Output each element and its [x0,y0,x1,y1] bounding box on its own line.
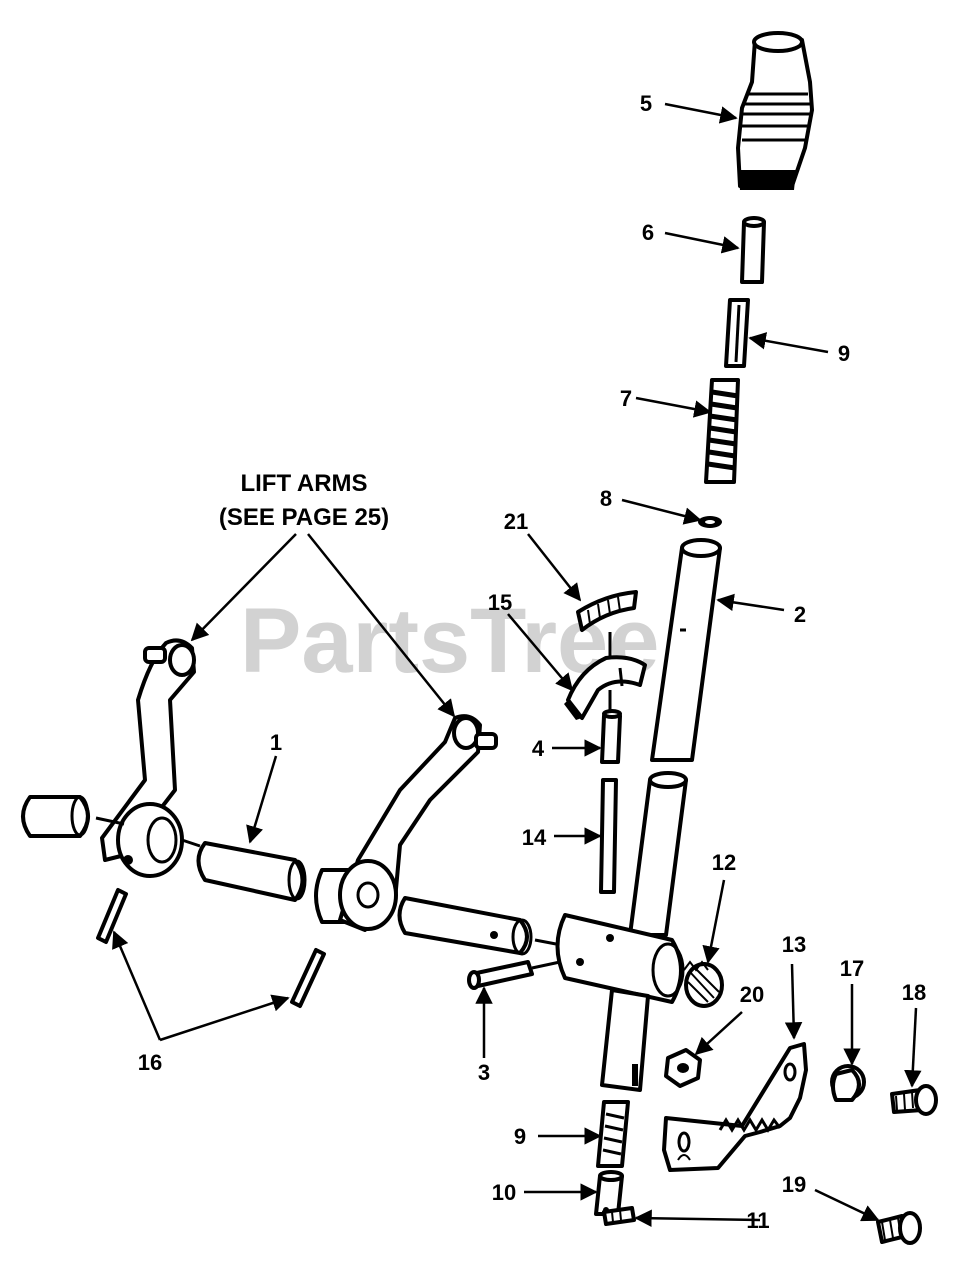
callout-18: 18 [902,980,926,1005]
roll-pins [96,888,326,1008]
callout-7: 7 [620,386,632,411]
lower-shaft [600,988,650,1092]
spring [704,378,740,484]
screw-12 [683,960,724,1008]
callout-10: 10 [492,1180,516,1205]
pin-11 [602,1206,636,1226]
callout-14: 14 [522,825,547,850]
right-shaft [397,896,529,955]
lift-arms-title: LIFT ARMS [240,470,367,497]
rod-14 [599,778,618,894]
callout-labels: 5 6 9 7 8 21 2 15 4 1 14 12 13 17 18 20 … [138,91,926,1233]
segment-15 [564,655,647,720]
quadrant-plate [662,1042,808,1172]
callout-12: 12 [712,850,736,875]
callout-11: 11 [746,1208,769,1233]
callout-8: 8 [600,486,612,511]
callout-9-upper: 9 [838,341,850,366]
callout-13: 13 [782,932,806,957]
lower-tube [628,778,688,937]
clevis-pin [470,960,534,988]
lift-arm-assembly [21,638,557,956]
segment-21 [576,590,638,632]
callout-6: 6 [642,220,654,245]
hardware-group [662,1042,938,1245]
callout-20: 20 [740,982,764,1007]
bolt-18 [890,1084,938,1116]
upper-tube [650,546,722,762]
pin-6 [740,220,766,284]
pin-4 [600,714,622,764]
callout-4: 4 [532,736,545,761]
callout-1: 1 [270,730,282,755]
left-end-bushing [21,795,90,838]
roll-pin-lower [596,1100,630,1168]
left-hub [116,802,184,878]
callout-19: 19 [782,1172,806,1197]
callout-15: 15 [488,590,512,615]
callout-21: 21 [504,509,528,534]
lift-arms-subtitle: (SEE PAGE 25) [219,504,389,531]
handle-knob [736,31,814,190]
callout-2: 2 [794,602,806,627]
callout-17: 17 [840,956,864,981]
callout-9-lower: 9 [514,1124,526,1149]
cross-shaft [196,841,305,902]
callout-16: 16 [138,1050,162,1075]
lever-assembly [467,31,814,1226]
leader-arrows [112,102,922,1228]
callout-5: 5 [640,91,652,116]
callout-3: 3 [478,1060,490,1085]
bolt-19 [876,1211,922,1245]
